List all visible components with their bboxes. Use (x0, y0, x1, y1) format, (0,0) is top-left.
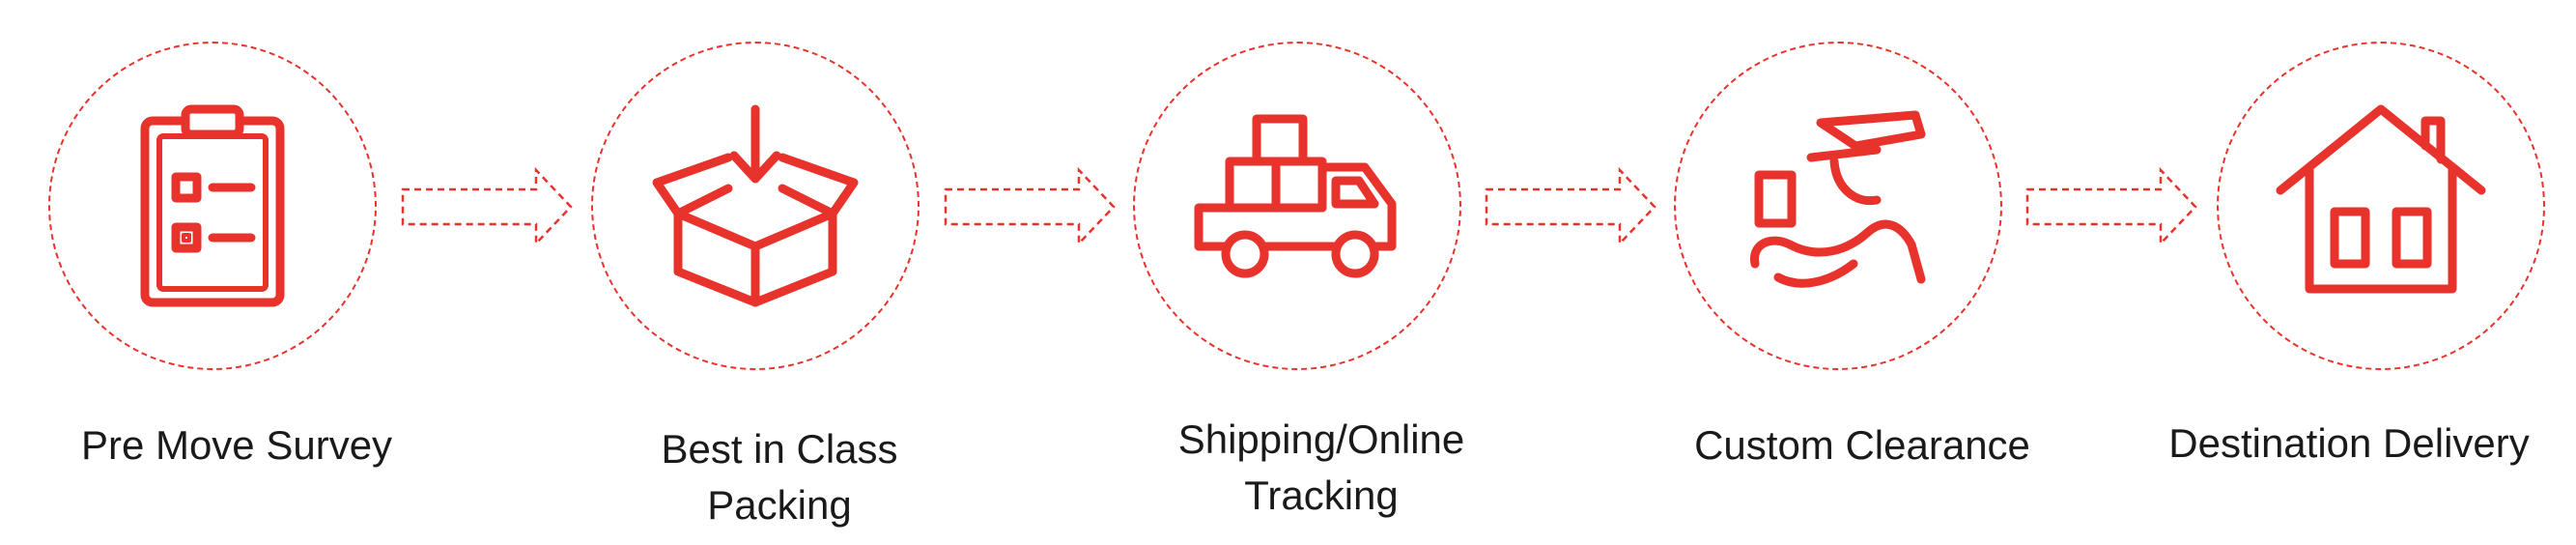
step-best-in-class-packing: Best in Class Packing (577, 0, 982, 545)
flow-arrow (401, 166, 575, 247)
step-label: Best in Class Packing (661, 426, 898, 528)
step-shipping-tracking: Shipping/Online Tracking (1118, 0, 1524, 545)
open-box-icon (649, 100, 862, 312)
step-circle (1674, 42, 2002, 370)
flow-arrow (1485, 166, 1658, 247)
step-circle (2217, 42, 2545, 370)
house-icon (2275, 100, 2487, 312)
flow-arrow (944, 166, 1118, 247)
step-label: Custom Clearance (1694, 422, 2030, 468)
step-custom-clearance: Custom Clearance (1659, 0, 2065, 545)
step-circle (591, 42, 920, 370)
step-label: Shipping/Online Tracking (1177, 416, 1465, 518)
step-circle (48, 42, 377, 370)
step-destination-delivery: Destination Delivery (2161, 0, 2566, 545)
customs-officer-icon (1732, 100, 1944, 312)
step-label: Pre Move Survey (80, 422, 393, 468)
delivery-truck-icon (1191, 100, 1403, 312)
step-label: Destination Delivery (2168, 420, 2530, 466)
flow-arrow (2025, 166, 2199, 247)
clipboard-icon (106, 100, 319, 312)
step-circle (1133, 42, 1461, 370)
step-pre-move-survey: Pre Move Survey (34, 0, 439, 545)
